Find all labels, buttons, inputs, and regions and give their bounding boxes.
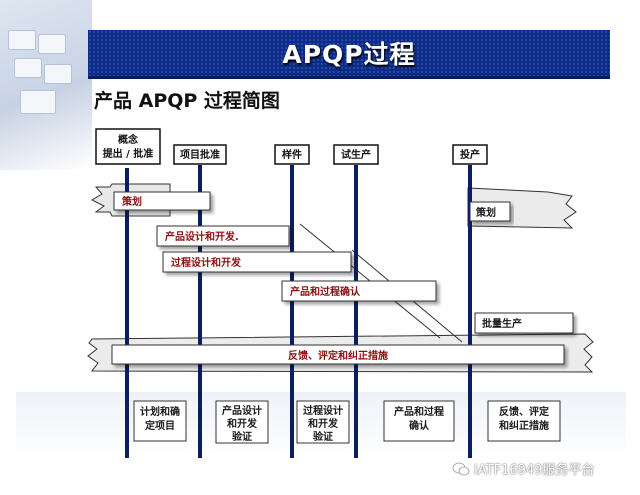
svg-text:产品设计: 产品设计 (222, 404, 262, 417)
phase-process-design: 过程设计和开发 (162, 251, 352, 273)
svg-text:和纠正措施: 和纠正措施 (498, 419, 549, 432)
milestone-project-approval: 项目批准 (173, 144, 227, 165)
milestone-prototype: 样件 (274, 144, 310, 165)
footer-box-feedback: 反馈、评定 和纠正措施 (487, 400, 561, 442)
phase-planning-right: 策划 (469, 201, 511, 222)
footer-box-process: 过程设计 和开发 验证 (296, 400, 350, 444)
milestone-label: 投产 (460, 148, 480, 161)
phase-feedback: 反馈、评定和纠正措施 (111, 344, 565, 365)
phase-planning-left: 策划 (113, 191, 211, 211)
footer-box-validation: 产品和过程 确认 (383, 400, 455, 442)
svg-text:策划: 策划 (476, 206, 496, 219)
phase-mass-production: 批量生产 (474, 312, 574, 334)
title-banner: APQP过程 (88, 30, 610, 79)
watermark-text: IATF16949服务平台 (474, 463, 595, 478)
phase-product-design: 产品设计和开发. (156, 225, 290, 247)
svg-text:和开发: 和开发 (307, 417, 339, 430)
svg-text:产品和过程确认: 产品和过程确认 (290, 285, 361, 298)
milestone-label: 概念 (118, 133, 138, 146)
svg-text:产品和过程: 产品和过程 (394, 405, 444, 418)
milestone-label: 项目批准 (180, 148, 220, 161)
svg-text:策划: 策划 (122, 195, 142, 208)
milestone-label: 试生产 (341, 148, 371, 161)
milestone-label: 提出 / 批准 (103, 147, 154, 160)
svg-text:过程设计和开发: 过程设计和开发 (171, 256, 242, 269)
keyboard-photo (0, 0, 92, 170)
svg-text:计划和确: 计划和确 (140, 405, 180, 418)
svg-text:过程设计: 过程设计 (303, 404, 343, 417)
footer-box-product: 产品设计 和开发 验证 (215, 400, 269, 444)
svg-text:批量生产: 批量生产 (482, 317, 522, 330)
svg-text:反馈、评定和纠正措施: 反馈、评定和纠正措施 (288, 349, 388, 362)
svg-text:验证: 验证 (232, 430, 252, 443)
svg-text:反馈、评定: 反馈、评定 (499, 405, 549, 418)
svg-text:产品设计和开发.: 产品设计和开发. (165, 230, 239, 243)
milestone-launch: 投产 (452, 144, 488, 165)
slide-title: APQP过程 (282, 40, 416, 69)
milestone-label: 样件 (282, 148, 302, 161)
svg-text:和开发: 和开发 (226, 417, 258, 430)
svg-text:确认: 确认 (409, 419, 430, 432)
phase-validation: 产品和过程确认 (281, 280, 437, 302)
watermark: IATF16949服务平台 (452, 459, 595, 478)
milestone-concept: 概念 提出 / 批准 (95, 128, 161, 165)
svg-text:定项目: 定项目 (145, 419, 175, 432)
svg-text:验证: 验证 (313, 430, 333, 443)
footer-box-plan: 计划和确 定项目 (133, 400, 187, 442)
milestone-pilot: 试生产 (333, 144, 379, 165)
diagram-subtitle: 产品 APQP 过程简图 (94, 90, 280, 112)
wechat-icon (452, 462, 470, 475)
